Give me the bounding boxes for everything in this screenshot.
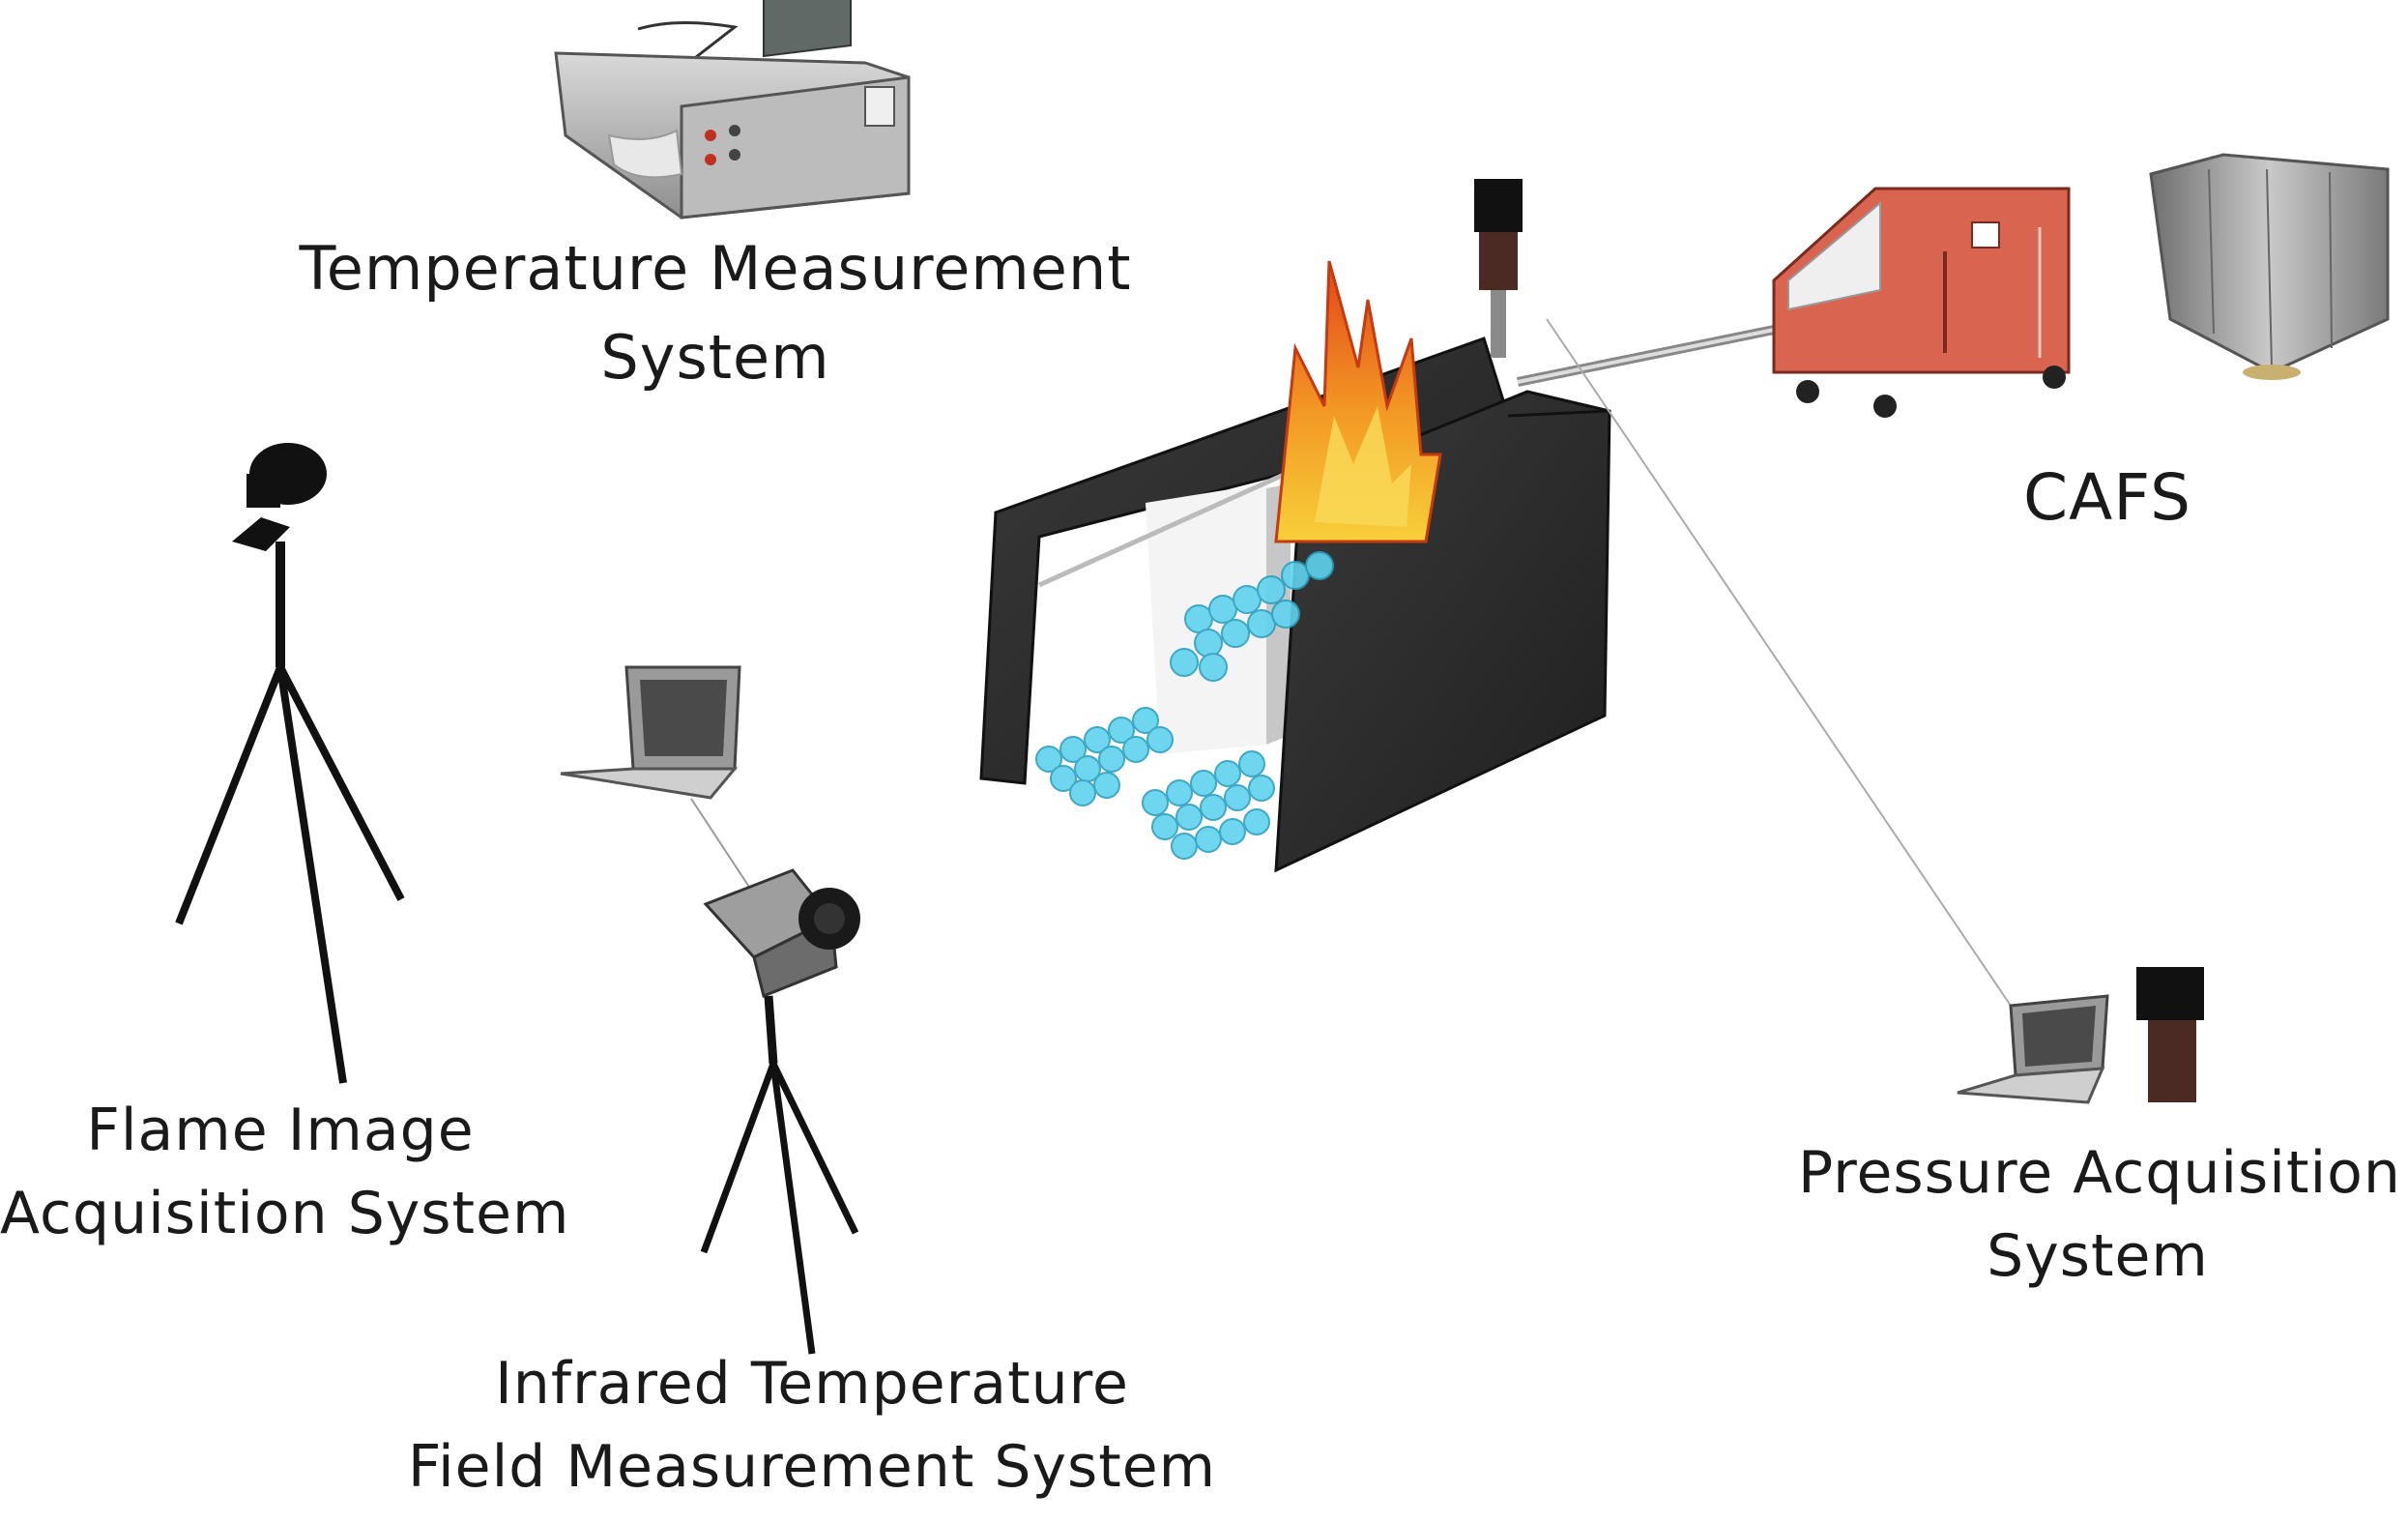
pressure-acquisition-label-line1: Pressure Acquisition: [1798, 1139, 2401, 1207]
temperature-measurement-device-icon: [554, 0, 911, 220]
foam-droplets-icon: [1035, 551, 1334, 860]
cafs-unit-icon: [1772, 187, 2071, 418]
pressure-acquisition-label-line2: System: [1987, 1222, 2209, 1290]
foam-hose-pipe-icon: [1517, 318, 2012, 1007]
flame-icon: [1274, 260, 1442, 543]
flame-image-acquisition-label-line2: Acquisition System: [0, 1180, 570, 1247]
infrared-temperature-field-label-line2: Field Measurement System: [407, 1433, 1217, 1501]
pressure-sensor-icon: [1474, 179, 1523, 358]
infrared-temperature-field-label-line1: Infrared Temperature: [495, 1350, 1129, 1418]
cafs-label: CAFS: [2023, 460, 2191, 535]
infrared-laptop-icon: [560, 665, 765, 910]
temperature-measurement-label: Temperature Measurement System: [290, 224, 1141, 402]
pressure-acquisition-label: Pressure Acquisition System: [1798, 1131, 2401, 1298]
temperature-measurement-label-line1: Temperature Measurement: [299, 233, 1132, 304]
pressure-transducer-icon: [2136, 967, 2204, 1102]
infrared-camera-tripod-icon: [700, 868, 860, 1355]
foam-tank-icon: [2149, 153, 2390, 380]
flame-camera-tripod-icon: [175, 443, 405, 1084]
temperature-measurement-label-line2: System: [600, 322, 830, 393]
infrared-temperature-field-label: Infrared Temperature Field Measurement S…: [387, 1342, 1237, 1508]
flame-image-acquisition-label-line1: Flame Image: [86, 1097, 475, 1164]
pressure-laptop-icon: [1957, 994, 2109, 1104]
flame-image-acquisition-label: Flame Image Acquisition System: [0, 1089, 570, 1255]
